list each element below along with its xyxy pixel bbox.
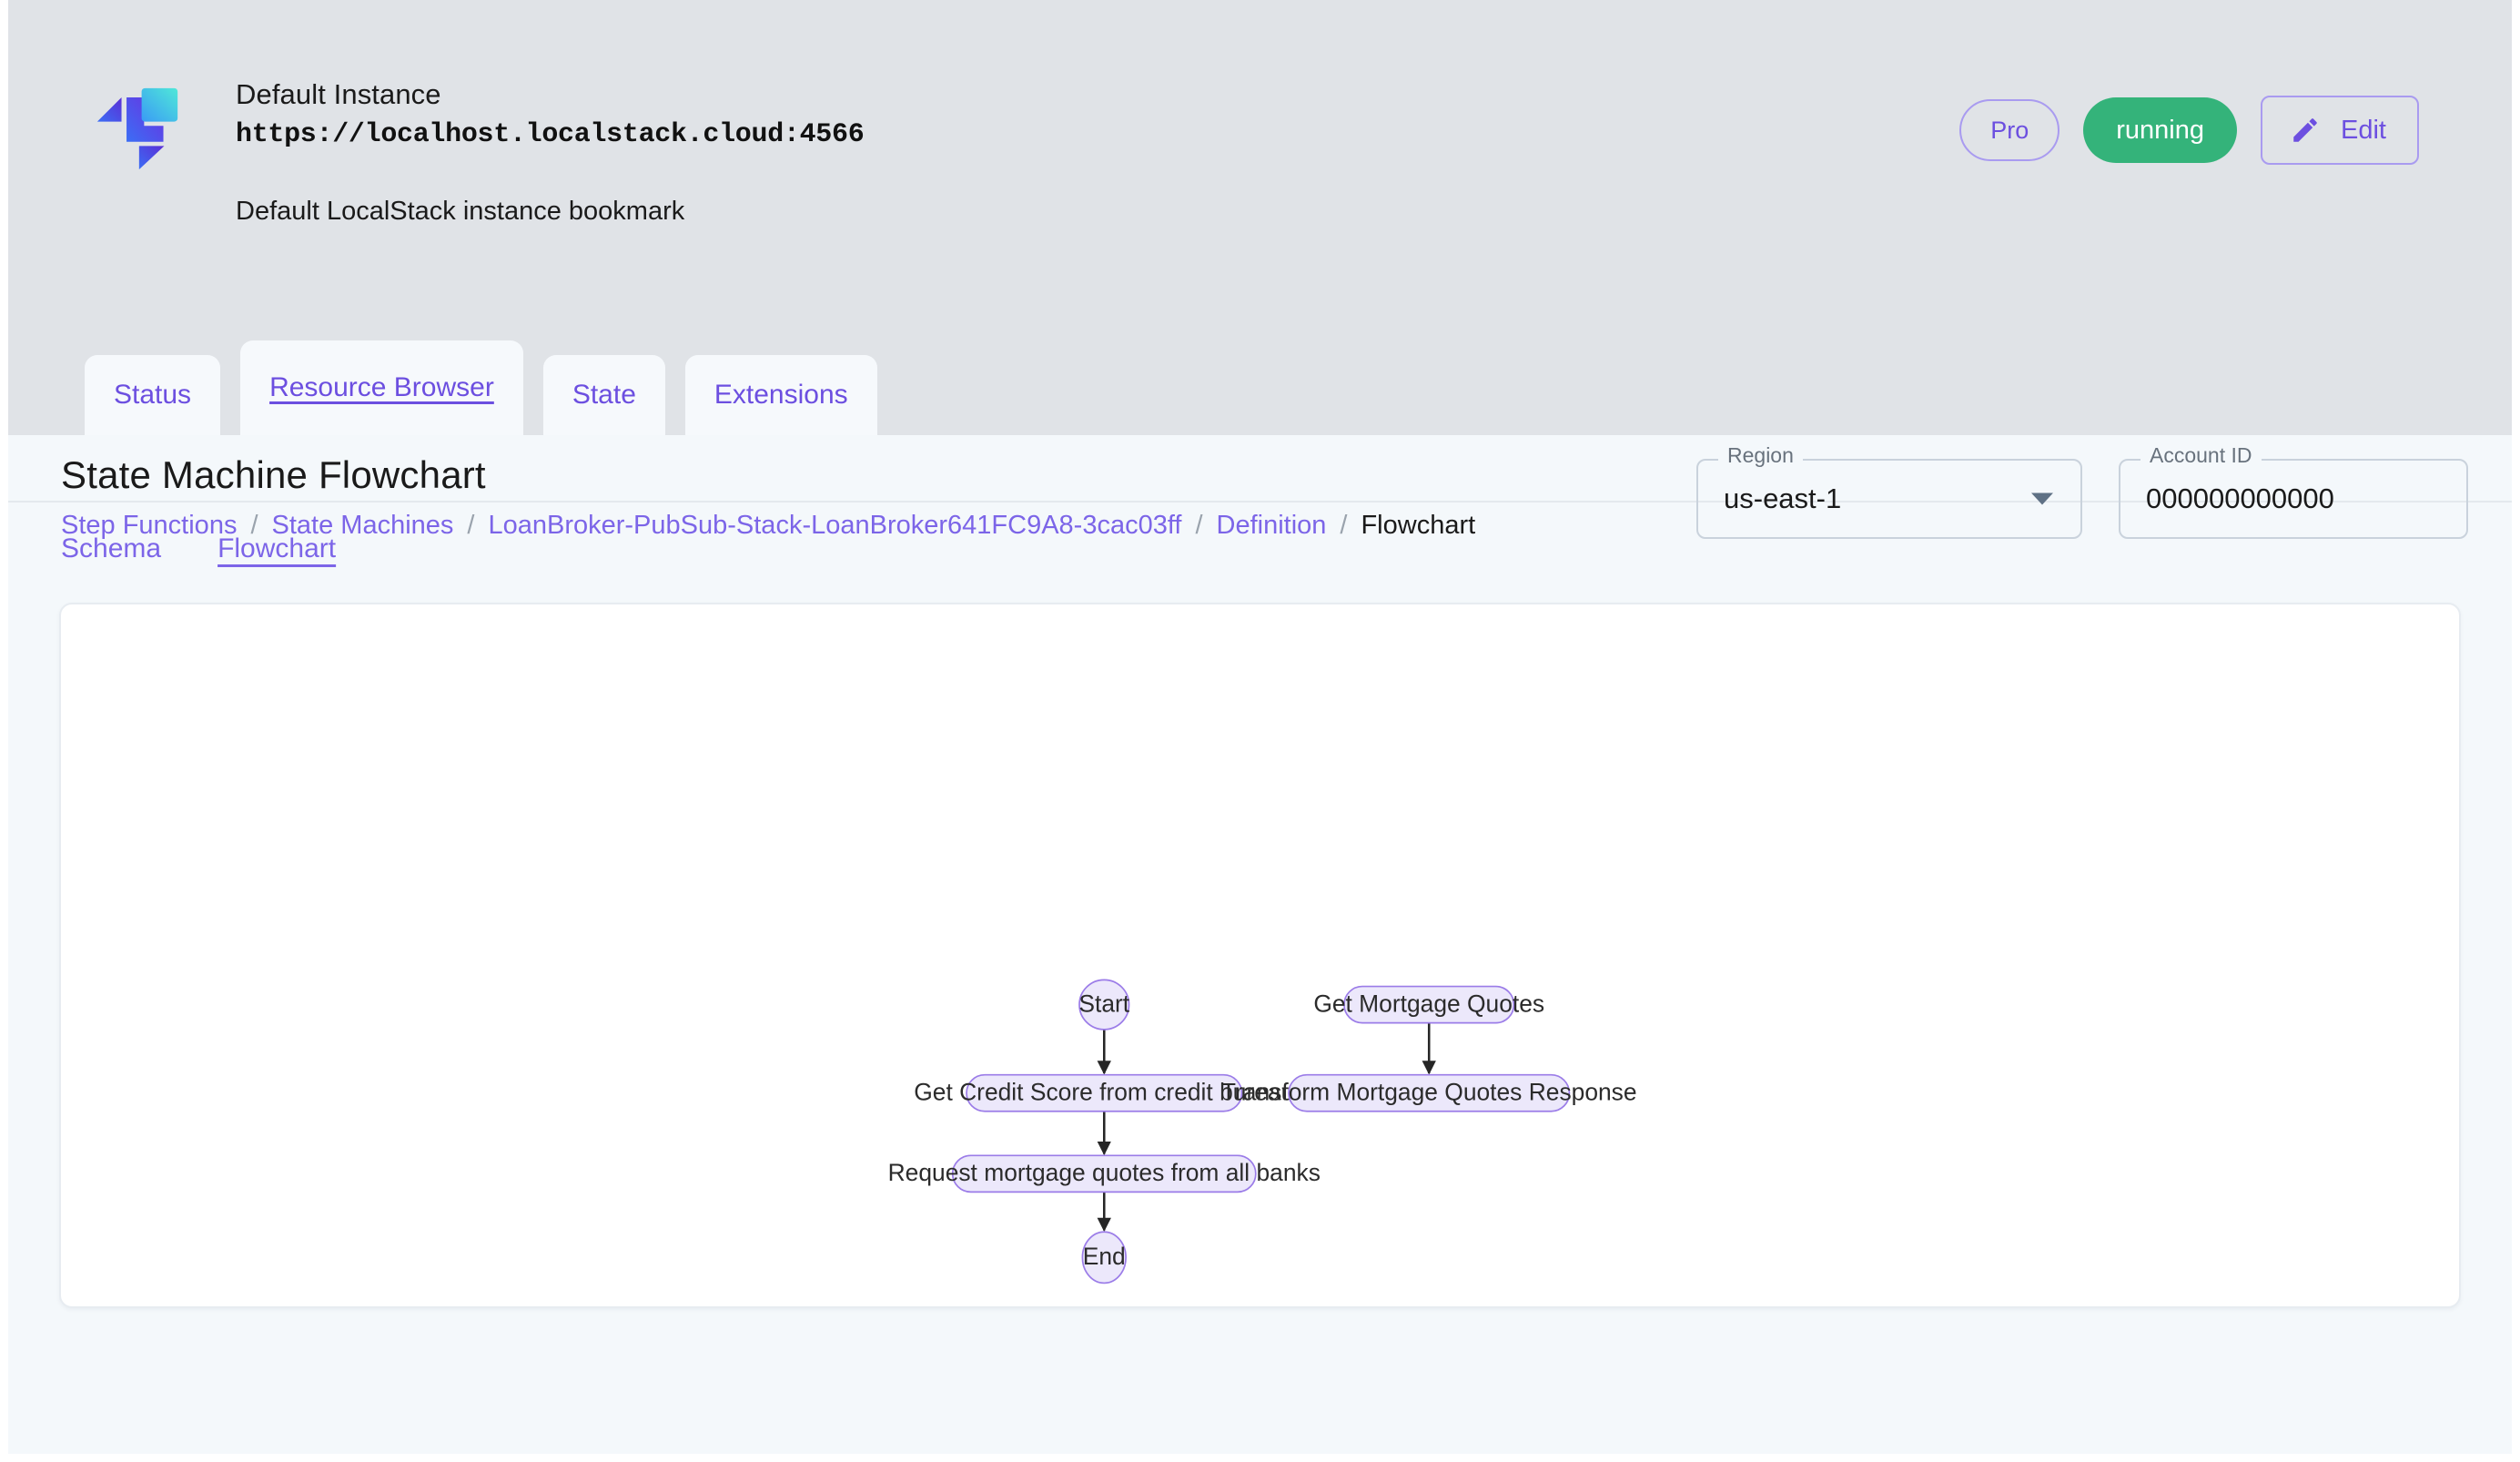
- flowchart-node-shape: [1081, 1231, 1127, 1284]
- breadcrumb-separator: /: [250, 511, 258, 540]
- tab-resource-browser[interactable]: Resource Browser: [240, 340, 523, 435]
- main-tabs: Status Resource Browser State Extensions: [85, 340, 877, 435]
- flowchart-node-label: Transform Mortgage Quotes Response: [1221, 1079, 1637, 1106]
- page-body: State Machine Flowchart Step Functions /…: [8, 435, 2512, 1308]
- breadcrumb-separator: /: [1195, 511, 1203, 540]
- flowchart-node-label: Start: [1078, 990, 1129, 1017]
- account-id-field[interactable]: Account ID 000000000000: [2119, 445, 2468, 539]
- header-actions: Pro running Edit: [1959, 96, 2419, 165]
- flowchart-node[interactable]: Get Credit Score from credit bureau: [914, 1073, 1294, 1112]
- flowchart-node-label: Get Mortgage Quotes: [1313, 990, 1544, 1017]
- flowchart-node[interactable]: Request mortgage quotes from all banks: [888, 1154, 1321, 1193]
- region-label: Region: [1718, 445, 1803, 466]
- tab-label: State: [572, 380, 636, 410]
- tab-extensions[interactable]: Extensions: [684, 355, 877, 435]
- instance-description: Default LocalStack instance bookmark: [236, 196, 685, 226]
- instance-summary: Default Instance https://localhost.local…: [96, 77, 865, 227]
- flowchart-node-shape: [1343, 985, 1515, 1024]
- flowchart-node[interactable]: End: [1081, 1231, 1127, 1284]
- account-id-label: Account ID: [2140, 445, 2262, 466]
- localstack-logo-icon: [96, 86, 179, 170]
- pro-badge[interactable]: Pro: [1959, 99, 2060, 161]
- subtab-schema[interactable]: Schema: [61, 533, 162, 563]
- flowchart-node-shape: [951, 1154, 1257, 1193]
- flowchart-edges: [1097, 1022, 1436, 1233]
- breadcrumb-separator: /: [467, 511, 475, 540]
- flowchart-node-label: Request mortgage quotes from all banks: [888, 1159, 1321, 1186]
- instance-name: Default Instance: [236, 78, 441, 110]
- instance-url: https://localhost.localstack.cloud:4566: [236, 118, 865, 150]
- breadcrumb-item-state-machines[interactable]: State Machines: [271, 511, 454, 540]
- instance-details: Default Instance https://localhost.local…: [236, 77, 865, 227]
- flowchart-node[interactable]: Start: [1078, 979, 1130, 1031]
- edit-button-label: Edit: [2341, 115, 2386, 145]
- instance-header: Default Instance https://localhost.local…: [8, 0, 2512, 435]
- breadcrumb-item-state-machine-name[interactable]: LoanBroker-PubSub-Stack-LoanBroker641FC9…: [488, 511, 1182, 540]
- flowchart-node[interactable]: Transform Mortgage Quotes Response: [1221, 1073, 1637, 1112]
- flowchart-node-shape: [1078, 979, 1130, 1031]
- tab-label: Resource Browser: [269, 372, 494, 402]
- tab-label: Extensions: [713, 380, 848, 410]
- tab-label: Status: [114, 380, 192, 410]
- status-badge: running: [2083, 97, 2238, 163]
- flowchart-node-label: End: [1083, 1243, 1126, 1270]
- breadcrumb-item-flowchart: Flowchart: [1361, 511, 1476, 540]
- account-id-value: 000000000000: [2146, 482, 2334, 514]
- breadcrumb-separator: /: [1340, 511, 1348, 540]
- view-subtabs: Schema Flowchart: [8, 503, 2512, 592]
- region-value: us-east-1: [1724, 482, 1842, 514]
- pencil-icon: [2290, 115, 2321, 146]
- flowchart-node-shape: [966, 1073, 1243, 1112]
- flowchart-node-label: Get Credit Score from credit bureau: [914, 1079, 1294, 1106]
- flowchart-node-shape: [1288, 1073, 1571, 1112]
- page-title: State Machine Flowchart: [61, 453, 486, 496]
- subtab-flowchart[interactable]: Flowchart: [218, 533, 337, 563]
- chevron-down-icon[interactable]: [2031, 492, 2053, 505]
- tab-state[interactable]: State: [542, 355, 665, 435]
- context-selectors: Region us-east-1 Account ID 000000000000: [1696, 445, 2468, 539]
- tab-status[interactable]: Status: [85, 355, 221, 435]
- breadcrumb: Step Functions / State Machines / LoanBr…: [61, 511, 1475, 541]
- breadcrumb-item-step-functions[interactable]: Step Functions: [61, 511, 238, 540]
- region-select[interactable]: Region us-east-1: [1696, 445, 2082, 539]
- breadcrumb-item-definition[interactable]: Definition: [1216, 511, 1327, 540]
- edit-button[interactable]: Edit: [2261, 96, 2419, 165]
- flowchart-node[interactable]: Get Mortgage Quotes: [1313, 985, 1544, 1024]
- page-header: State Machine Flowchart Step Functions /…: [8, 435, 2512, 540]
